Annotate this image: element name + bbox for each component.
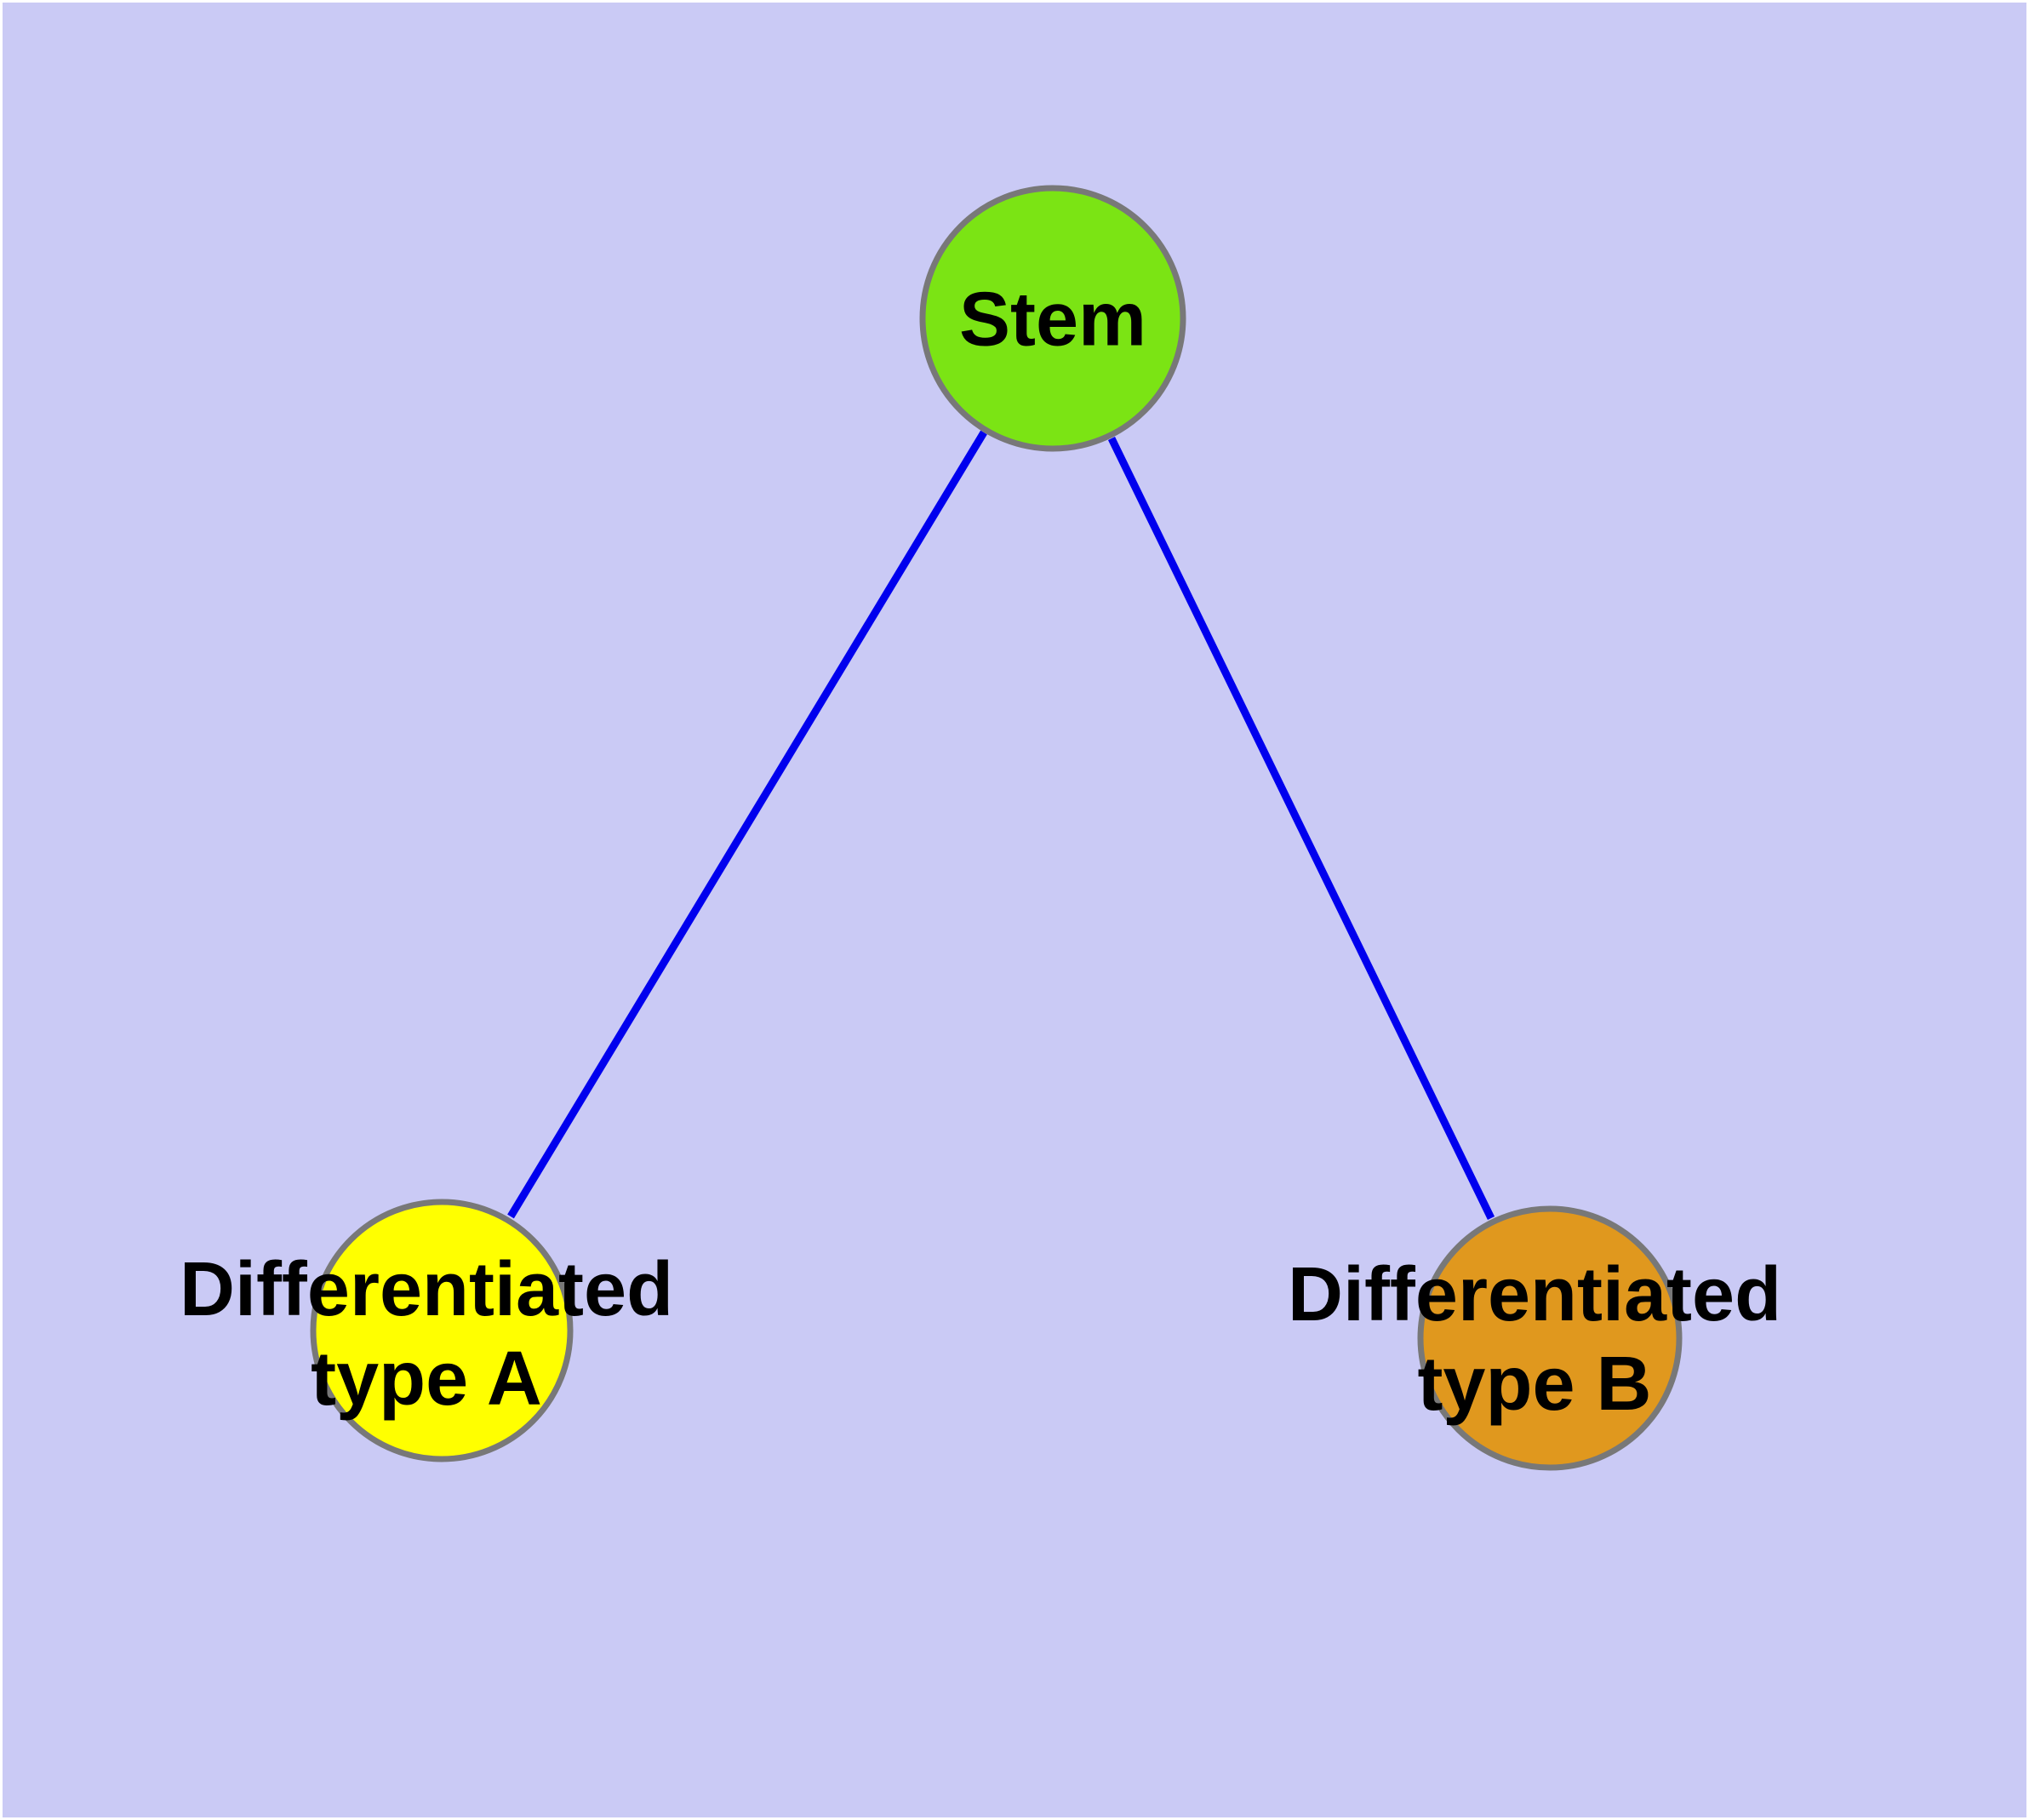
node-differentiated-type-b <box>1417 1205 1683 1471</box>
node-differentiated-type-a <box>310 1199 574 1462</box>
edge-stem-to-type-a <box>507 430 987 1219</box>
node-stem <box>919 185 1186 452</box>
edge-stem-to-type-b <box>1107 437 1495 1220</box>
